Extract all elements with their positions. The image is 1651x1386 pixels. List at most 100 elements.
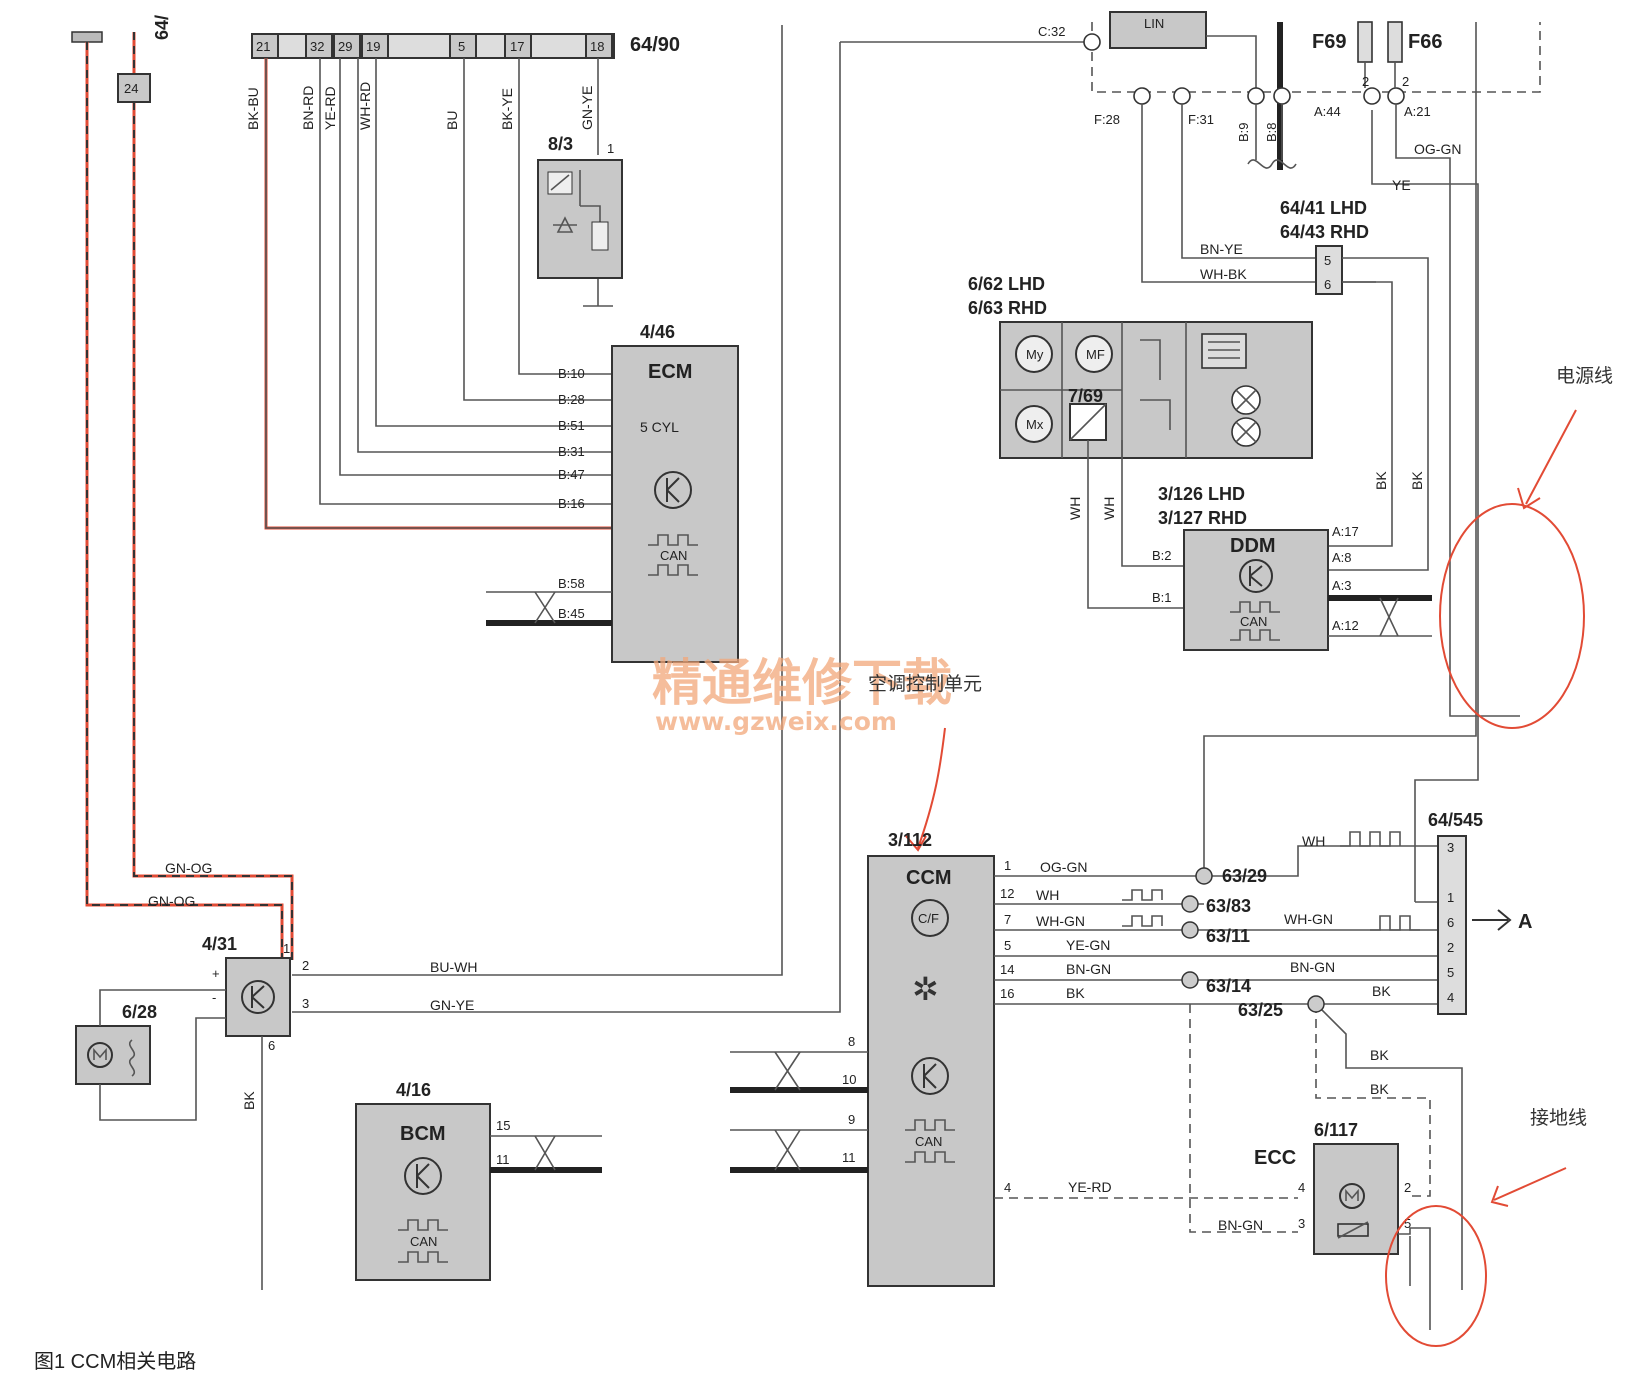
wire-bnye: BN-YE	[1200, 241, 1243, 257]
c64545-pin-4: 4	[1447, 990, 1454, 1005]
watermark-url: www.gzweix.com	[655, 707, 897, 736]
ecm-pin-b28: B:28	[558, 392, 585, 407]
p431-pin-3: 3	[302, 996, 309, 1011]
temp-unit-icon	[911, 899, 949, 937]
ccm-cf-label: C/F	[918, 911, 939, 926]
top-pin-b8: B:8	[1264, 122, 1279, 142]
ecm-pin-b10: B:10	[558, 366, 585, 381]
wire-bngn-right: BN-GN	[1290, 959, 1335, 975]
wire-bnrd: BN-RD	[300, 86, 316, 130]
ddm-ref-rhd: 3/127 RHD	[1158, 508, 1247, 528]
c64545-pin-5: 5	[1447, 965, 1454, 980]
c6490-pin-17: 17	[510, 39, 524, 54]
connector-64-top-label: 64/	[152, 15, 172, 40]
wire-gnog-1: GN-OG	[165, 860, 212, 876]
fuse-f66: F66	[1408, 31, 1442, 53]
ecm-pin-b31: B:31	[558, 444, 585, 459]
ccm-title: CCM	[906, 867, 952, 889]
climate-unit-6-62	[999, 321, 1313, 459]
fuse-pin-2b: 2	[1402, 74, 1409, 89]
wire-bkbu: BK-BU	[245, 87, 261, 130]
bcm-can-label: CAN	[410, 1234, 437, 1249]
wire-buwh-path	[292, 25, 783, 976]
ccm-pin-7: 7	[1004, 912, 1011, 927]
relay-8-3	[537, 159, 623, 279]
ecc-motor-icon	[1339, 1183, 1365, 1209]
pwm-signal-2	[1122, 915, 1163, 927]
c64545-pin-1: 1	[1447, 890, 1454, 905]
top-pin-f28: F:28	[1094, 112, 1120, 127]
c64545-pin-6: 6	[1447, 915, 1454, 930]
ccm-module	[867, 855, 995, 1287]
p431-plus: +	[212, 966, 220, 981]
wire-bk-right: BK	[1372, 983, 1391, 999]
ddm-can-label: CAN	[1240, 614, 1267, 629]
fan-module-label: 4/31	[202, 934, 237, 954]
ccm-can-label: CAN	[915, 1134, 942, 1149]
wire-wh: WH	[1036, 887, 1059, 903]
ccm-pin-12: 12	[1000, 886, 1014, 901]
sensor-wires	[1087, 440, 1184, 609]
sensor-7-69: 7/69	[1068, 386, 1103, 406]
splice-63-25: 63/25	[1238, 1000, 1283, 1020]
wire-wh-1: WH	[1067, 497, 1083, 520]
fuse-f69: F69	[1312, 31, 1346, 53]
pin-24-label: 24	[124, 81, 138, 96]
ccm-pin-10: 10	[842, 1072, 856, 1087]
connector-64-43-rhd: 64/43 RHD	[1280, 222, 1369, 242]
ecm-subtitle: 5 CYL	[640, 419, 679, 435]
relay-8-3-pin-1: 1	[607, 141, 614, 156]
top-pin-b9: B:9	[1236, 122, 1251, 142]
ccm-pin-8: 8	[848, 1034, 855, 1049]
wire-whrd: WH-RD	[357, 82, 373, 130]
ddm-module	[1183, 529, 1329, 651]
ccm-pin-9: 9	[848, 1112, 855, 1127]
connector-64-545-label: 64/545	[1428, 810, 1483, 830]
connector-64-90	[251, 33, 615, 59]
wire-bk-a: BK	[1370, 1047, 1389, 1063]
motor-mf-label: MF	[1086, 347, 1105, 362]
bcm-pin-15: 15	[496, 1118, 510, 1133]
ddm-ref-lhd: 3/126 LHD	[1158, 484, 1245, 504]
annotation-hvac-arrow	[905, 727, 946, 852]
wire-bngn-dashed: BN-GN	[1218, 1217, 1263, 1233]
ecm-pin-b51: B:51	[558, 418, 585, 433]
splice-63-14: 63/14	[1206, 976, 1251, 996]
p431-pin-2: 2	[302, 958, 309, 973]
annotation-power-label: 电源线	[1556, 365, 1613, 387]
fuse-pin-2a: 2	[1362, 74, 1369, 89]
top-pin-a21: A:21	[1404, 104, 1431, 119]
connector-64-41-lhd: 64/41 LHD	[1280, 198, 1367, 218]
top-pin-f31: F:31	[1188, 112, 1214, 127]
ddm-pin-b2: B:2	[1152, 548, 1172, 563]
wire-bk: BK	[1066, 985, 1085, 1001]
ecm-ref-label: 4/46	[640, 322, 675, 342]
snowflake-icon: ✲	[912, 970, 939, 1008]
ccm-can-pairs	[730, 1051, 868, 1173]
wire-bk-431: BK	[241, 1091, 257, 1110]
climate-unit-rhd: 6/63 RHD	[968, 298, 1047, 318]
bcm-ref-label: 4/16	[396, 1080, 431, 1100]
ccm-ref-label: 3/112	[888, 830, 932, 850]
wire-bkye: BK-YE	[499, 88, 515, 130]
ecc-title: ECC	[1254, 1147, 1296, 1169]
ccm-output-wires	[994, 22, 1479, 1290]
ground-wires	[1398, 1227, 1431, 1330]
continuation-a: A	[1518, 911, 1532, 933]
ecm-pin-b16: B:16	[558, 496, 585, 511]
ccm-pin-14: 14	[1000, 962, 1014, 977]
ddm-feed-wires	[1328, 257, 1429, 571]
bcm-module	[355, 1103, 491, 1281]
ecm-title: ECM	[648, 361, 692, 383]
annotation-ground-label: 接地线	[1530, 1107, 1587, 1129]
wire-wh-2: WH	[1101, 497, 1117, 520]
wire-whbk: WH-BK	[1200, 266, 1247, 282]
c6441-pin-5: 5	[1324, 253, 1331, 268]
wire-bk-2: BK	[1409, 471, 1425, 490]
wire-oggn: OG-GN	[1040, 859, 1087, 875]
top-pin-a44: A:44	[1314, 104, 1341, 119]
ecm-module	[611, 345, 739, 663]
ccm-pin-16: 16	[1000, 986, 1014, 1001]
